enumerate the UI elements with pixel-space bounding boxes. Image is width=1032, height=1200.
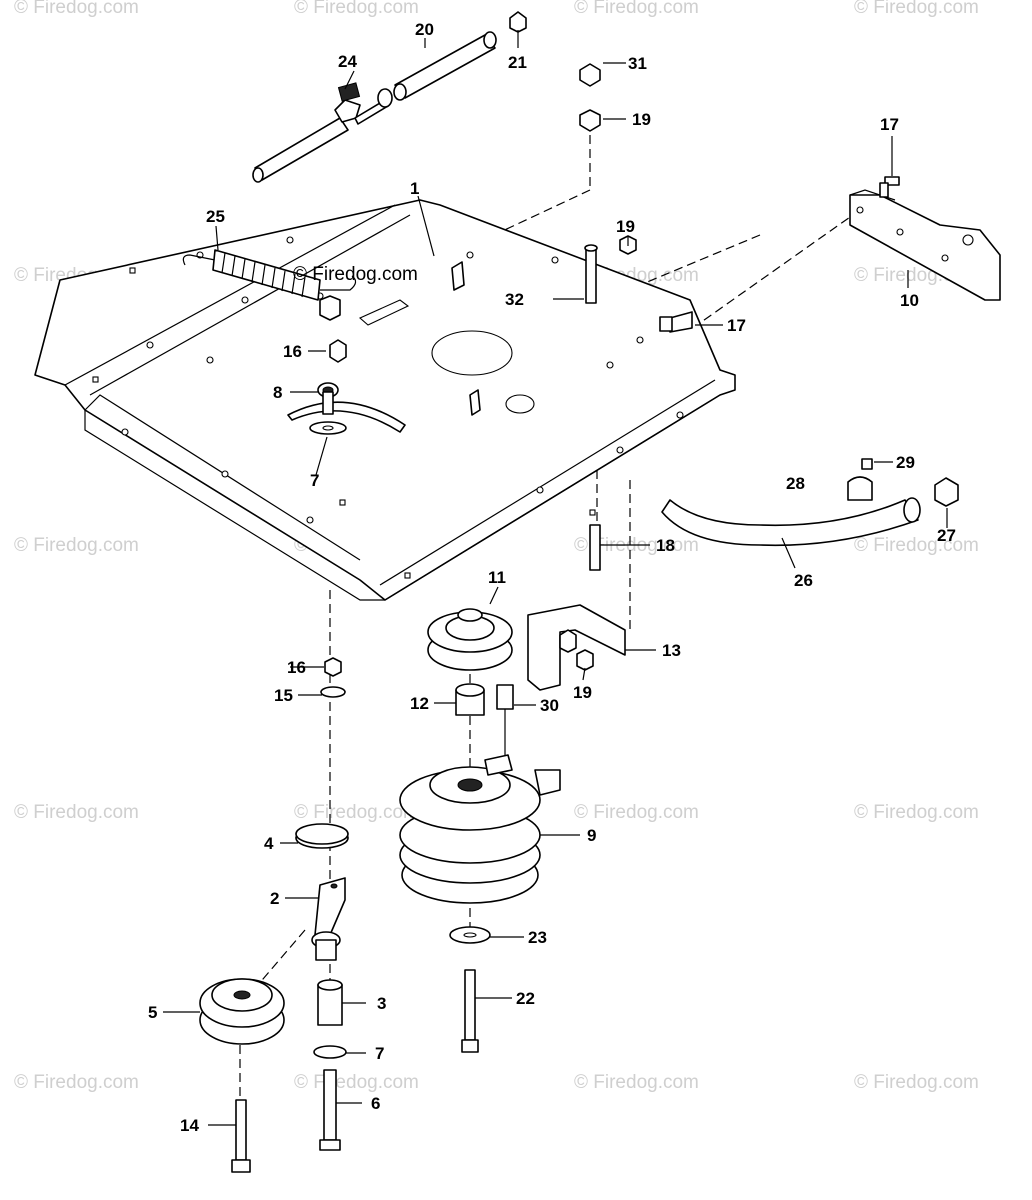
- clutch-9: [399, 754, 561, 904]
- washer-23: [449, 926, 491, 944]
- watermark: © Firedog.com: [293, 264, 418, 285]
- rod-assembly: [252, 11, 527, 183]
- callout-7: 7: [310, 471, 319, 490]
- watermark: © Firedog.com: [14, 0, 139, 18]
- callout-19: 19: [632, 110, 651, 129]
- watermark: © Firedog.com: [574, 802, 699, 823]
- callout-13: 13: [662, 641, 681, 660]
- callout-26: 26: [794, 571, 813, 590]
- connector-30: [496, 684, 514, 755]
- hose-group: [661, 458, 959, 547]
- watermark: © Firedog.com: [294, 1072, 419, 1093]
- bracket-10: [849, 176, 1001, 301]
- bolt-22: [461, 969, 479, 1053]
- callout-31: 31: [628, 54, 647, 73]
- deck-plate: [34, 199, 736, 601]
- callout-19: 19: [616, 217, 635, 236]
- nut-31: [579, 63, 601, 87]
- watermark: © Firedog.com: [854, 535, 979, 556]
- callout-4: 4: [264, 834, 274, 853]
- watermark: © Firedog.com: [854, 1072, 979, 1093]
- callout-19: 19: [573, 683, 592, 702]
- watermark: © Firedog.com: [294, 0, 419, 18]
- callout-18: 18: [656, 536, 675, 555]
- watermark: © Firedog.com: [574, 1072, 699, 1093]
- hose-fitting-27: [934, 477, 959, 507]
- callout-32: 32: [505, 290, 524, 309]
- callout-5: 5: [148, 1003, 157, 1022]
- pulley-11: [427, 608, 513, 671]
- bolt-14: [231, 1099, 251, 1173]
- left-stack: [295, 657, 349, 1151]
- callout-24: 24: [338, 52, 357, 71]
- callout-16: 16: [287, 658, 306, 677]
- callout-6: 6: [371, 1094, 380, 1113]
- leader-lines: [163, 30, 948, 1126]
- callout-12: 12: [410, 694, 429, 713]
- spring: [182, 249, 357, 301]
- watermark: © Firedog.com: [854, 802, 979, 823]
- callout-14: 14: [180, 1116, 199, 1135]
- callout-7: 7: [375, 1044, 384, 1063]
- callout-11: 11: [488, 568, 506, 587]
- callout-21: 21: [508, 53, 527, 72]
- pulley-5: [199, 978, 285, 1045]
- deck-slot: [505, 394, 535, 414]
- callout-15: 15: [274, 686, 293, 705]
- watermark: © Firedog.com: [294, 802, 419, 823]
- callout-25: 25: [206, 207, 225, 226]
- nut-19: [579, 109, 601, 132]
- watermark: © Firedog.com: [14, 802, 139, 823]
- callout-28: 28: [786, 474, 805, 493]
- watermarks: © Firedog.com © Firedog.com © Firedog.co…: [14, 0, 979, 1093]
- bushing-12: [455, 683, 485, 716]
- callout-27: 27: [937, 526, 956, 545]
- callouts: 1 2 3 4 5 6 7 7 8 9 10 11 12 13 14 15 16…: [148, 20, 956, 1135]
- callout-9: 9: [587, 826, 596, 845]
- watermark: © Firedog.com: [14, 1072, 139, 1093]
- watermark: © Firedog.com: [14, 535, 139, 556]
- deck-center-opening: [431, 330, 513, 376]
- bracket-13: [527, 524, 626, 691]
- height-bolt-group: [309, 295, 347, 435]
- callout-22: 22: [516, 989, 535, 1008]
- callout-10: 10: [900, 291, 919, 310]
- callout-16: 16: [283, 342, 302, 361]
- callout-2: 2: [270, 889, 279, 908]
- callout-30: 30: [540, 696, 559, 715]
- callout-1: 1: [410, 179, 419, 198]
- watermark: © Firedog.com: [854, 0, 979, 18]
- callout-29: 29: [896, 453, 915, 472]
- callout-20: 20: [415, 20, 434, 39]
- callout-17: 17: [880, 115, 899, 134]
- callout-23: 23: [528, 928, 547, 947]
- callout-8: 8: [273, 383, 282, 402]
- watermark: © Firedog.com: [574, 0, 699, 18]
- callout-17: 17: [727, 316, 746, 335]
- callout-3: 3: [377, 994, 386, 1013]
